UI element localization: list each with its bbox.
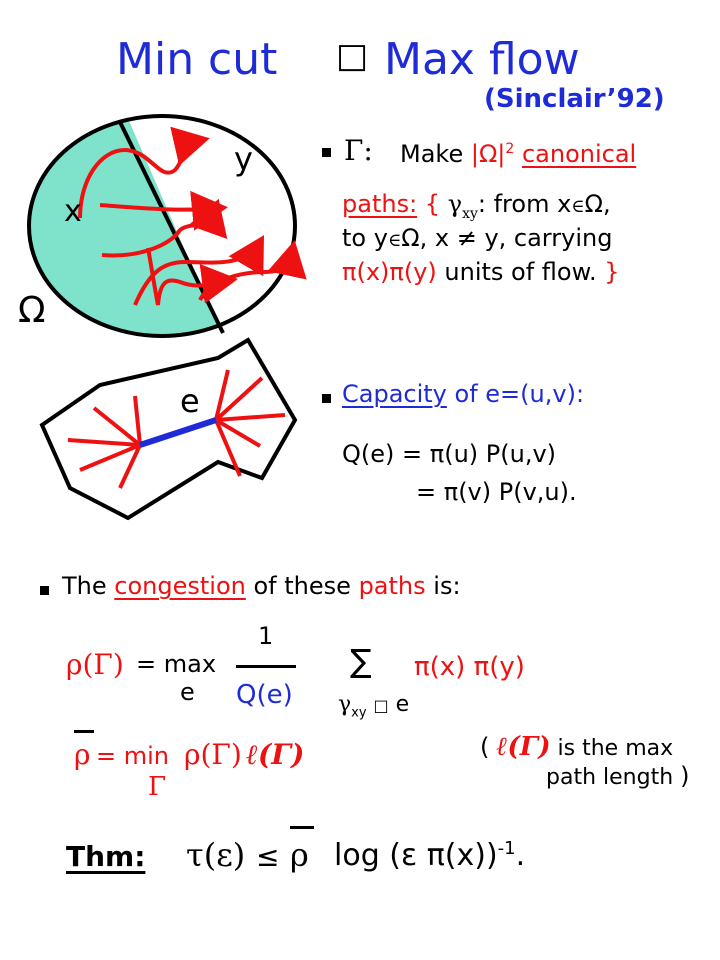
canonical-word: canonical (521, 140, 637, 168)
sum-symbol: ∑ (350, 642, 372, 680)
title-left: Min cut (116, 34, 278, 85)
flow-path (101, 198, 228, 258)
label-y: y (234, 140, 253, 178)
eq-min: = min (96, 742, 169, 770)
bullet2-line1: Capacity of e=(u,v): (342, 380, 584, 408)
sum-subscript: γxy □ e (338, 692, 410, 721)
omega-squared: |Ω|2 (470, 140, 515, 168)
rho-overbar (74, 730, 94, 733)
congestion-word: congestion (114, 572, 246, 600)
paths-word-2: paths (358, 572, 426, 600)
bullet1-line2: paths: { γxy: from x∈Ω, (342, 190, 611, 222)
region-outline (39, 337, 298, 521)
ell-gamma: ℓ(Γ) (246, 738, 305, 771)
in-symbol: ∈ (571, 196, 585, 217)
theorem-rho: ρ (290, 836, 309, 874)
note-ell: ℓ(Γ) (496, 732, 551, 762)
flow-path (198, 240, 307, 302)
citation: (Sinclair’92) (484, 84, 665, 114)
theorem-log: log (ε π(x))-1. (334, 838, 526, 873)
bullet1-line3: to y∈Ω, x ≠ y, carrying (342, 224, 612, 252)
max-sub-e: e (180, 678, 195, 706)
rho-gamma-2: ρ(Γ) (184, 738, 242, 771)
in-symbol-2: ∈ (387, 230, 402, 251)
bullet3-line: The congestion of these paths is: (62, 572, 461, 600)
units-text: units of flow. (444, 258, 597, 286)
of-these: of these (253, 572, 351, 600)
eq-max: = max (136, 650, 217, 678)
frac-den: Q(e) (236, 680, 293, 710)
from-text: : from x (477, 190, 572, 218)
edge-uv (139, 417, 217, 448)
capacity-word: Capacity (342, 380, 447, 408)
omega-comma: Ω, (584, 190, 611, 218)
to-y: to y (342, 224, 388, 252)
leq-symbol: ≤ (256, 840, 280, 873)
brace-close: } (604, 258, 620, 286)
theorem-label: Thm: (66, 840, 146, 873)
theorem-rho-overbar (290, 826, 314, 829)
brace-open: { (424, 190, 441, 218)
x-neq-y: x ≠ y, carrying (434, 224, 613, 252)
bullet-marker (40, 586, 49, 595)
omega-comma-2: Ω, (401, 224, 428, 252)
note-line2: path length ) (546, 762, 690, 790)
state-space-ellipse (27, 114, 297, 338)
gamma-xy: γxy (447, 190, 478, 222)
label-x: x (64, 194, 82, 229)
capacity-rest: of e=(u,v): (454, 380, 585, 408)
capacity-formula-2: = π(v) P(v,u). (416, 478, 577, 506)
make-word: Make (400, 140, 464, 168)
capacity-formula-1: Q(e) = π(u) P(u,v) (342, 440, 557, 468)
cut-region (29, 116, 226, 336)
bullet-marker (322, 394, 331, 403)
bullet1-line4: π(x)π(y) units of flow. } (342, 258, 620, 286)
bullet-marker (322, 148, 331, 157)
min-sub-gamma: Γ (148, 772, 167, 802)
flow-path (133, 235, 265, 306)
gamma-label: Γ: (344, 134, 373, 167)
flow-path (78, 126, 210, 219)
the-word: The (62, 572, 107, 600)
pi-product: π(x)π(y) (342, 258, 437, 286)
page-title: Min cut (116, 34, 277, 85)
paths-word: paths: (342, 190, 418, 218)
bullet1-line1: Make |Ω|2 canonical (400, 140, 636, 168)
is-word: is: (433, 572, 461, 600)
note-line1: ( ℓ(Γ) is the max (480, 732, 674, 762)
frac-bar (236, 665, 296, 668)
title-right: Max flow (384, 34, 580, 85)
flow-path (146, 247, 238, 306)
tau-eps: τ(ε) (186, 836, 246, 874)
title-symbol: □ (336, 36, 369, 76)
rho-gamma: ρ(Γ) (66, 648, 124, 681)
edge-spokes (67, 369, 286, 489)
sum-rhs: π(x) π(y) (414, 652, 525, 682)
rho-bar: ρ (74, 738, 91, 771)
frac-num: 1 (258, 622, 274, 650)
label-e: e (180, 382, 200, 420)
label-omega: Ω (18, 290, 46, 331)
